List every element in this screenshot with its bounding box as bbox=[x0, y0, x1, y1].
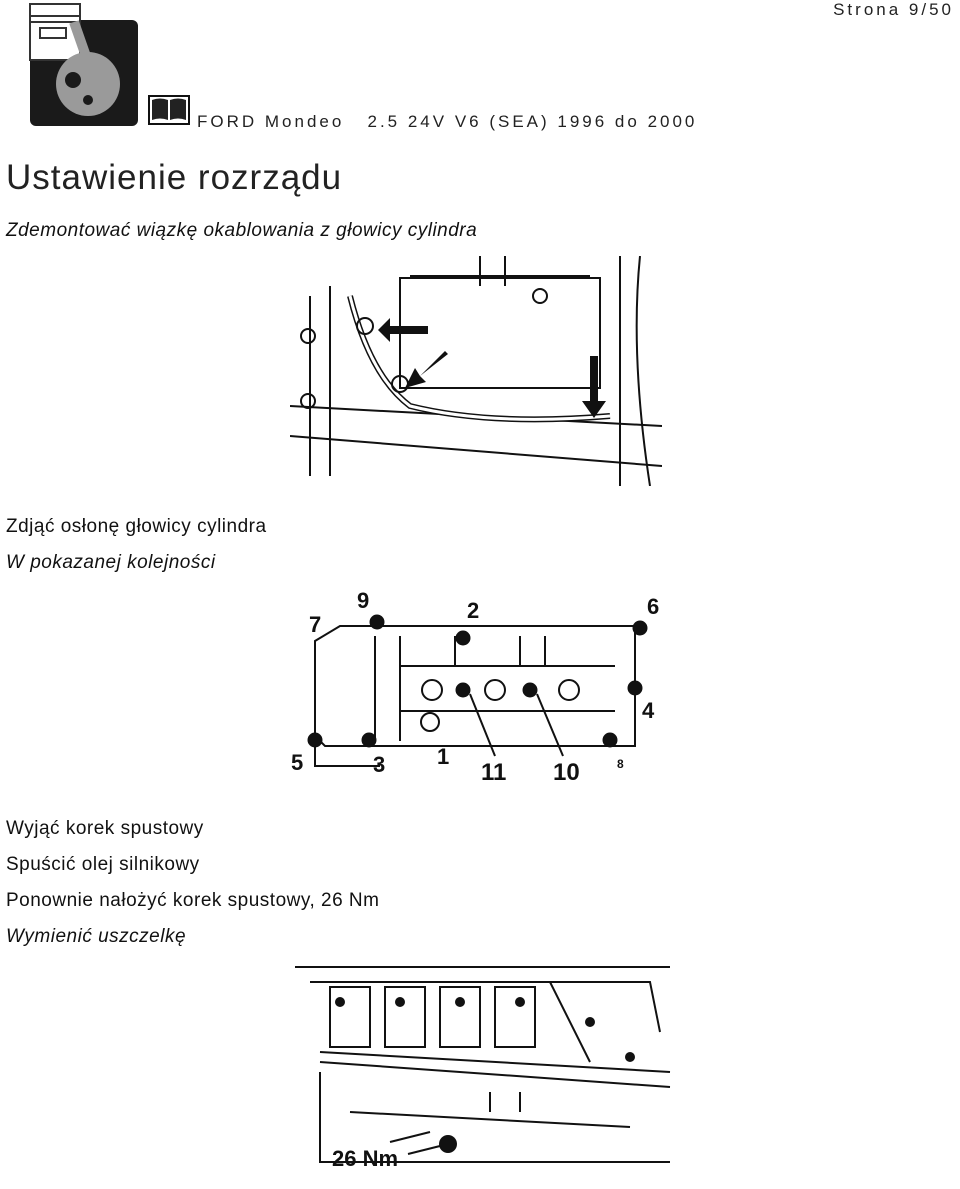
page-title: Ustawienie rozrządu bbox=[6, 158, 343, 197]
bolt-label-1: 1 bbox=[437, 744, 449, 769]
bolt-label-3: 3 bbox=[373, 752, 385, 777]
bolt-label-7: 7 bbox=[309, 612, 321, 637]
step-remove-wiring: Zdemontować wiązkę okablowania z głowicy… bbox=[6, 220, 478, 241]
bolt-label-4: 4 bbox=[642, 698, 655, 723]
piston-logo-icon bbox=[28, 2, 140, 128]
bolt-label-10: 10 bbox=[553, 759, 580, 786]
torque-label: 26 Nm bbox=[332, 1146, 398, 1171]
bolt-label-2: 2 bbox=[467, 598, 479, 623]
step-drain-oil: Spuścić olej silnikowy bbox=[6, 854, 200, 875]
page-number: Strona 9/50 bbox=[833, 0, 954, 19]
step-refit-drain-plug: Ponownie nałożyć korek spustowy, 26 Nm bbox=[6, 890, 380, 911]
bolt-label-8: 8 bbox=[617, 757, 624, 771]
wiring-harness-figure bbox=[289, 255, 663, 487]
step-replace-seal: Wymienić uszczelkę bbox=[6, 926, 187, 947]
oil-pan-drain-plug-figure: 26 Nm bbox=[290, 962, 672, 1184]
step-sequence-note: W pokazanej kolejności bbox=[6, 552, 216, 573]
bolt-label-6: 6 bbox=[647, 594, 659, 619]
step-remove-drain-plug: Wyjąć korek spustowy bbox=[6, 818, 204, 839]
bolt-label-11: 11 bbox=[481, 759, 506, 786]
book-icon bbox=[148, 94, 190, 126]
step-remove-cover: Zdjąć osłonę głowicy cylindra bbox=[6, 516, 267, 537]
cover-bolt-sequence-figure: 9 2 6 7 4 5 3 1 11 10 8 bbox=[285, 586, 670, 790]
vehicle-info: FORD Mondeo 2.5 24V V6 (SEA) 1996 do 200… bbox=[197, 112, 698, 131]
bolt-label-9: 9 bbox=[357, 588, 369, 613]
bolt-label-5: 5 bbox=[291, 750, 303, 775]
